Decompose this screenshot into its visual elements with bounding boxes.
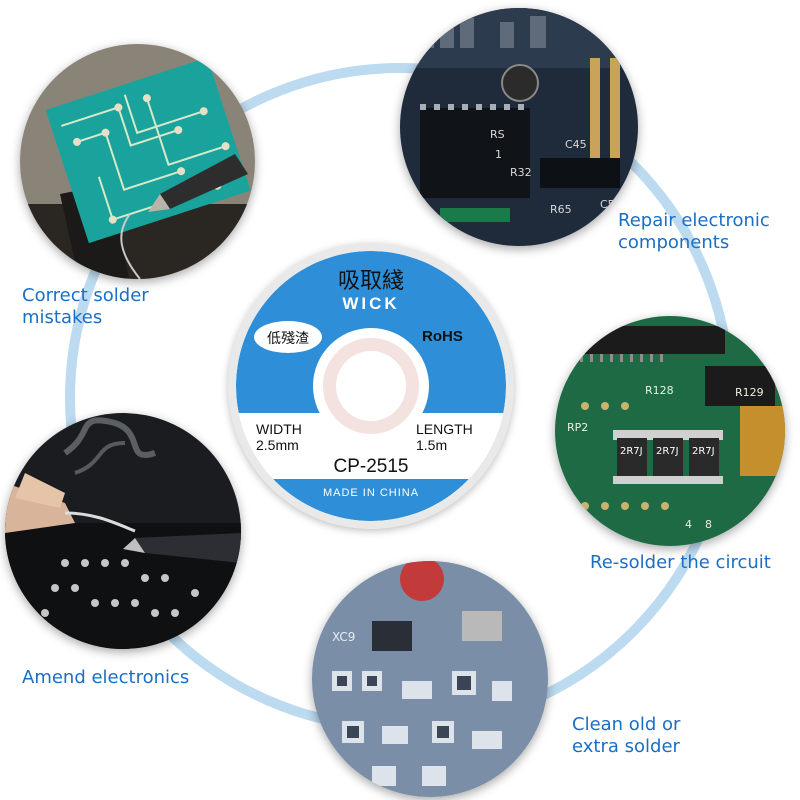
photo-amend-electronics [5, 413, 241, 649]
pcb-label: RP2 [567, 421, 588, 434]
caption-line: Amend electronics [22, 667, 190, 688]
caption-repair: Repair electronic components [618, 210, 770, 254]
spool-rohs: RoHS [422, 328, 463, 345]
pcb-label: R128 [645, 384, 674, 397]
pcb-label: RS [490, 128, 505, 141]
caption-correct-solder: Correct solder mistakes [22, 285, 149, 329]
caption-line: components [618, 232, 730, 253]
spool-title-cn: 吸取綫 [337, 268, 404, 293]
caption-amend: Amend electronics [22, 667, 189, 689]
spool-label: 吸取綫 WICK 低殘渣 RoHS WIDTH 2.5mm LENGTH 1.5… [236, 251, 506, 521]
pcb-label: 8 [705, 518, 712, 531]
caption-line: Repair electronic [618, 210, 770, 231]
pcb-label: R32 [510, 166, 532, 179]
pcb-label: R129 [735, 386, 764, 399]
spool-model: CP-2515 [333, 456, 409, 477]
photo-repair-components: RS C45 1 R65 R32 C57 [400, 8, 638, 246]
pcb-label: 2R7J [656, 446, 679, 457]
spool-width-label: WIDTH [256, 421, 302, 437]
caption-line: Correct solder [22, 285, 149, 306]
pcb-label: 4 [685, 518, 692, 531]
spool-graphic [236, 251, 506, 521]
pcb-label: R65 [550, 203, 572, 216]
pcb-label: 2R7J [620, 446, 643, 457]
pcb-label: 1 [495, 148, 502, 161]
pcb-label: C45 [565, 138, 587, 151]
photo-clean-solder: XC9 [312, 561, 548, 797]
caption-line: mistakes [22, 307, 103, 328]
photo-correct-solder [20, 44, 255, 279]
pcb-label: 2R7J [692, 446, 715, 457]
photo-resolder-circuit: 2R7J 2R7J 2R7J R129 R128 RP2 4 8 [555, 316, 785, 546]
spool-made-in: MADE IN CHINA [322, 487, 420, 499]
caption-line: Re-solder the circuit [590, 552, 771, 573]
caption-line: extra solder [572, 736, 680, 757]
spool-width-value: 2.5mm [256, 437, 299, 453]
pcb-label: XC9 [332, 630, 355, 644]
spool-length-value: 1.5m [416, 437, 448, 453]
caption-line: Clean old or [572, 714, 681, 735]
caption-clean: Clean old or extra solder [572, 714, 680, 758]
spool-low-residue: 低殘渣 [267, 330, 309, 346]
spool-length-label: LENGTH [416, 421, 473, 437]
caption-resolder: Re-solder the circuit [590, 552, 771, 574]
spool-wick-label: WICK [342, 294, 400, 313]
solder-wick-spool: 吸取綫 WICK 低殘渣 RoHS WIDTH 2.5mm LENGTH 1.5… [228, 243, 514, 529]
